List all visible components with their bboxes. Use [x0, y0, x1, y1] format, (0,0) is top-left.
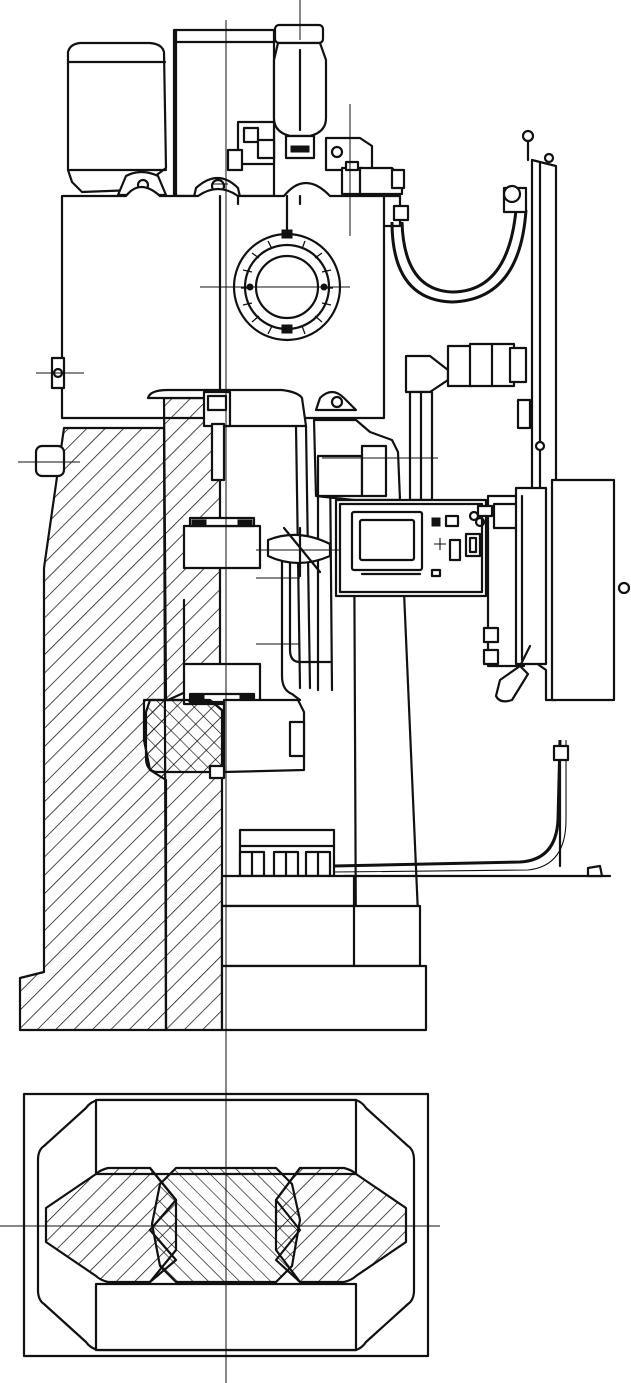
elbow-fitting	[404, 342, 528, 502]
frame-section	[18, 396, 224, 1032]
valve-block	[226, 120, 374, 172]
control-cabinet	[474, 478, 631, 703]
lower-die-block	[144, 698, 306, 780]
hydraulic-cylinder	[272, 23, 328, 160]
control-panel	[334, 498, 488, 598]
ram-slide	[182, 516, 262, 706]
gear-housing	[172, 28, 276, 199]
pipe-fittings	[340, 160, 410, 228]
hydraulic-hose	[390, 184, 528, 304]
motor-bank	[238, 828, 336, 878]
cable-run	[333, 739, 612, 878]
press-base	[220, 874, 428, 1032]
drive-motor	[66, 41, 168, 197]
center-lines	[0, 0, 440, 1383]
frame-column	[146, 388, 308, 482]
